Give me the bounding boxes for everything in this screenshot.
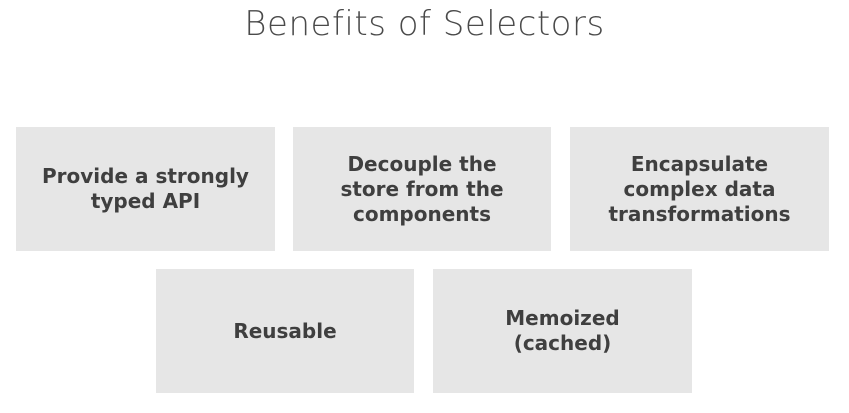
benefit-label: Encapsulate complex data transformations [608,151,791,226]
benefit-label: Reusable [233,318,337,343]
benefit-label: Provide a strongly typed API [42,164,249,213]
slide-title: Benefits of Selectors [244,4,605,44]
benefit-card-memoized: Memoized (cached) [433,269,692,393]
benefit-label: Decouple the store from the components [340,151,504,226]
benefit-card-strongly-typed-api: Provide a strongly typed API [16,127,275,251]
benefit-card-decouple-store: Decouple the store from the components [293,127,551,251]
benefit-label: Memoized (cached) [505,306,620,355]
benefit-card-encapsulate-transformations: Encapsulate complex data transformations [570,127,829,251]
benefit-card-reusable: Reusable [156,269,414,393]
